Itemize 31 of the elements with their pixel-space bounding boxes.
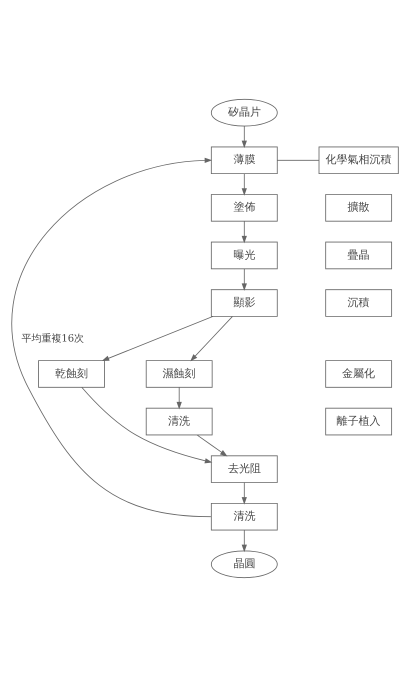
node-box: 曝光 <box>210 241 278 269</box>
node-box: 金屬化 <box>325 360 392 388</box>
node-box: 去光阻 <box>210 454 278 482</box>
node-box: 薄膜 <box>210 146 278 174</box>
node-box: 塗佈 <box>210 194 278 222</box>
node-box: 疊晶 <box>325 241 392 269</box>
connector <box>276 159 320 160</box>
arrow <box>242 529 247 552</box>
arrow <box>242 172 247 196</box>
node-box: 乾蝕刻 <box>38 360 105 388</box>
arrow <box>242 125 247 148</box>
node-box: 濕蝕刻 <box>146 360 213 388</box>
edge-label: 平均重複16次 <box>21 333 84 344</box>
node-ellipse: 矽晶片 <box>210 98 278 126</box>
arrow <box>242 220 247 243</box>
arrow <box>196 434 228 456</box>
node-box: 擴散 <box>325 194 392 222</box>
node-ellipse: 晶圓 <box>210 550 278 578</box>
arrow <box>242 268 247 290</box>
node-box: 化學氣相沉積 <box>318 146 399 174</box>
arrow <box>102 315 214 361</box>
arrow <box>242 482 247 504</box>
arrow <box>12 157 212 517</box>
node-box: 清洗 <box>210 502 278 530</box>
node-box: 清洗 <box>146 407 213 435</box>
arrow <box>81 386 212 463</box>
node-box: 沉積 <box>325 288 392 316</box>
node-box: 顯影 <box>210 288 278 316</box>
node-box: 離子植入 <box>325 407 392 435</box>
arrow <box>176 386 182 409</box>
arrow <box>190 316 233 361</box>
